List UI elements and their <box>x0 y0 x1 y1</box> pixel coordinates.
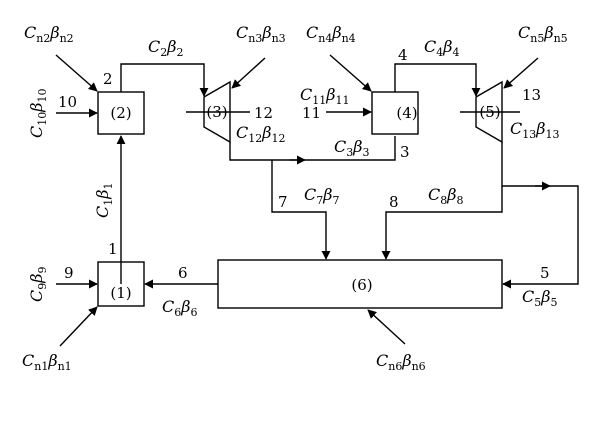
stream-number-1: 1 <box>108 240 118 258</box>
label-cn1-betan1-text: Cn1βn1 <box>22 351 72 373</box>
label-c12-beta12: C12β12 <box>236 123 286 145</box>
label-c12-beta12-text: C12β12 <box>236 123 286 145</box>
stream-7-line <box>271 160 331 260</box>
label-cn3-betan3: Cn3βn3 <box>236 23 286 45</box>
stream-number-12: 12 <box>254 104 273 122</box>
block-1-label: (1) <box>110 284 131 302</box>
stream-3-line <box>229 136 396 161</box>
stream-number-8: 8 <box>389 193 399 211</box>
label-c1-beta1-text: C1β1 <box>93 183 115 219</box>
label-c5-beta5-text: C5β5 <box>522 287 558 309</box>
label-c11-beta11: C11β11 <box>300 85 350 107</box>
stream-n2-line <box>55 54 98 92</box>
label-c7-beta7-text: C7β7 <box>304 185 340 207</box>
stream-n1-line <box>59 306 98 347</box>
label-cn5-betan5: Cn5βn5 <box>518 23 568 45</box>
label-c4-beta4: C4β4 <box>424 37 460 59</box>
label-cn4-betan4-text: Cn4βn4 <box>306 23 356 45</box>
label-cn4-betan4: Cn4βn4 <box>306 23 356 45</box>
label-c7-beta7: C7β7 <box>304 185 340 207</box>
stream-number-2: 2 <box>103 70 113 88</box>
stream-number-7: 7 <box>278 193 288 211</box>
label-c9-beta9: C9β9 <box>27 267 49 303</box>
stream-number-9: 9 <box>64 264 74 282</box>
label-c10-beta10-text: C10β10 <box>27 89 49 139</box>
stream-number-4: 4 <box>398 46 408 64</box>
label-c8-beta8: C8β8 <box>428 185 464 207</box>
label-c11-beta11-text: C11β11 <box>300 85 350 107</box>
label-c5-beta5: C5β5 <box>522 287 558 309</box>
label-cn1-betan1: Cn1βn1 <box>22 351 72 373</box>
label-c13-beta13-text: C13β13 <box>510 119 560 141</box>
label-c13-beta13: C13β13 <box>510 119 560 141</box>
stream-5-line <box>501 142 579 289</box>
label-cn2-betan2: Cn2βn2 <box>24 23 74 45</box>
label-c1-beta1: C1β1 <box>93 183 115 219</box>
label-cn5-betan5-text: Cn5βn5 <box>518 23 568 45</box>
stream-n4-line <box>329 54 372 92</box>
stream-n6-line <box>367 309 406 345</box>
block-2 <box>97 91 145 135</box>
stream-number-13: 13 <box>522 86 541 104</box>
stream-n5-line <box>503 57 539 89</box>
label-c6-beta6: C6β6 <box>162 297 198 319</box>
stream-4-line <box>394 63 481 97</box>
block-4-label: (4) <box>396 104 417 122</box>
label-c3-beta3: C3β3 <box>334 137 370 159</box>
label-cn2-betan2-text: Cn2βn2 <box>24 23 74 45</box>
stream-number-3: 3 <box>400 143 410 161</box>
stream-number-5: 5 <box>540 264 550 282</box>
label-c8-beta8-text: C8β8 <box>428 185 464 207</box>
label-cn3-betan3-text: Cn3βn3 <box>236 23 286 45</box>
stream-8-line <box>381 186 503 260</box>
label-c2-beta2: C2β2 <box>148 37 184 59</box>
label-c3-beta3-text: C3β3 <box>334 137 370 159</box>
stream-number-11: 11 <box>302 104 321 122</box>
block-6-label: (6) <box>351 276 372 294</box>
label-c4-beta4-text: C4β4 <box>424 37 460 59</box>
stream-number-6: 6 <box>178 264 188 282</box>
block-4 <box>371 91 419 135</box>
label-c9-beta9-text: C9β9 <box>27 267 49 303</box>
stream-number-10: 10 <box>58 93 77 111</box>
label-cn6-betan6-text: Cn6βn6 <box>376 351 426 373</box>
label-c10-beta10: C10β10 <box>27 89 49 139</box>
stream-2-line <box>120 63 209 97</box>
label-c2-beta2-text: C2β2 <box>148 37 184 59</box>
label-c6-beta6-text: C6β6 <box>162 297 198 319</box>
label-cn6-betan6: Cn6βn6 <box>376 351 426 373</box>
stream-n3-line <box>231 57 266 89</box>
block-2-label: (2) <box>110 104 131 122</box>
